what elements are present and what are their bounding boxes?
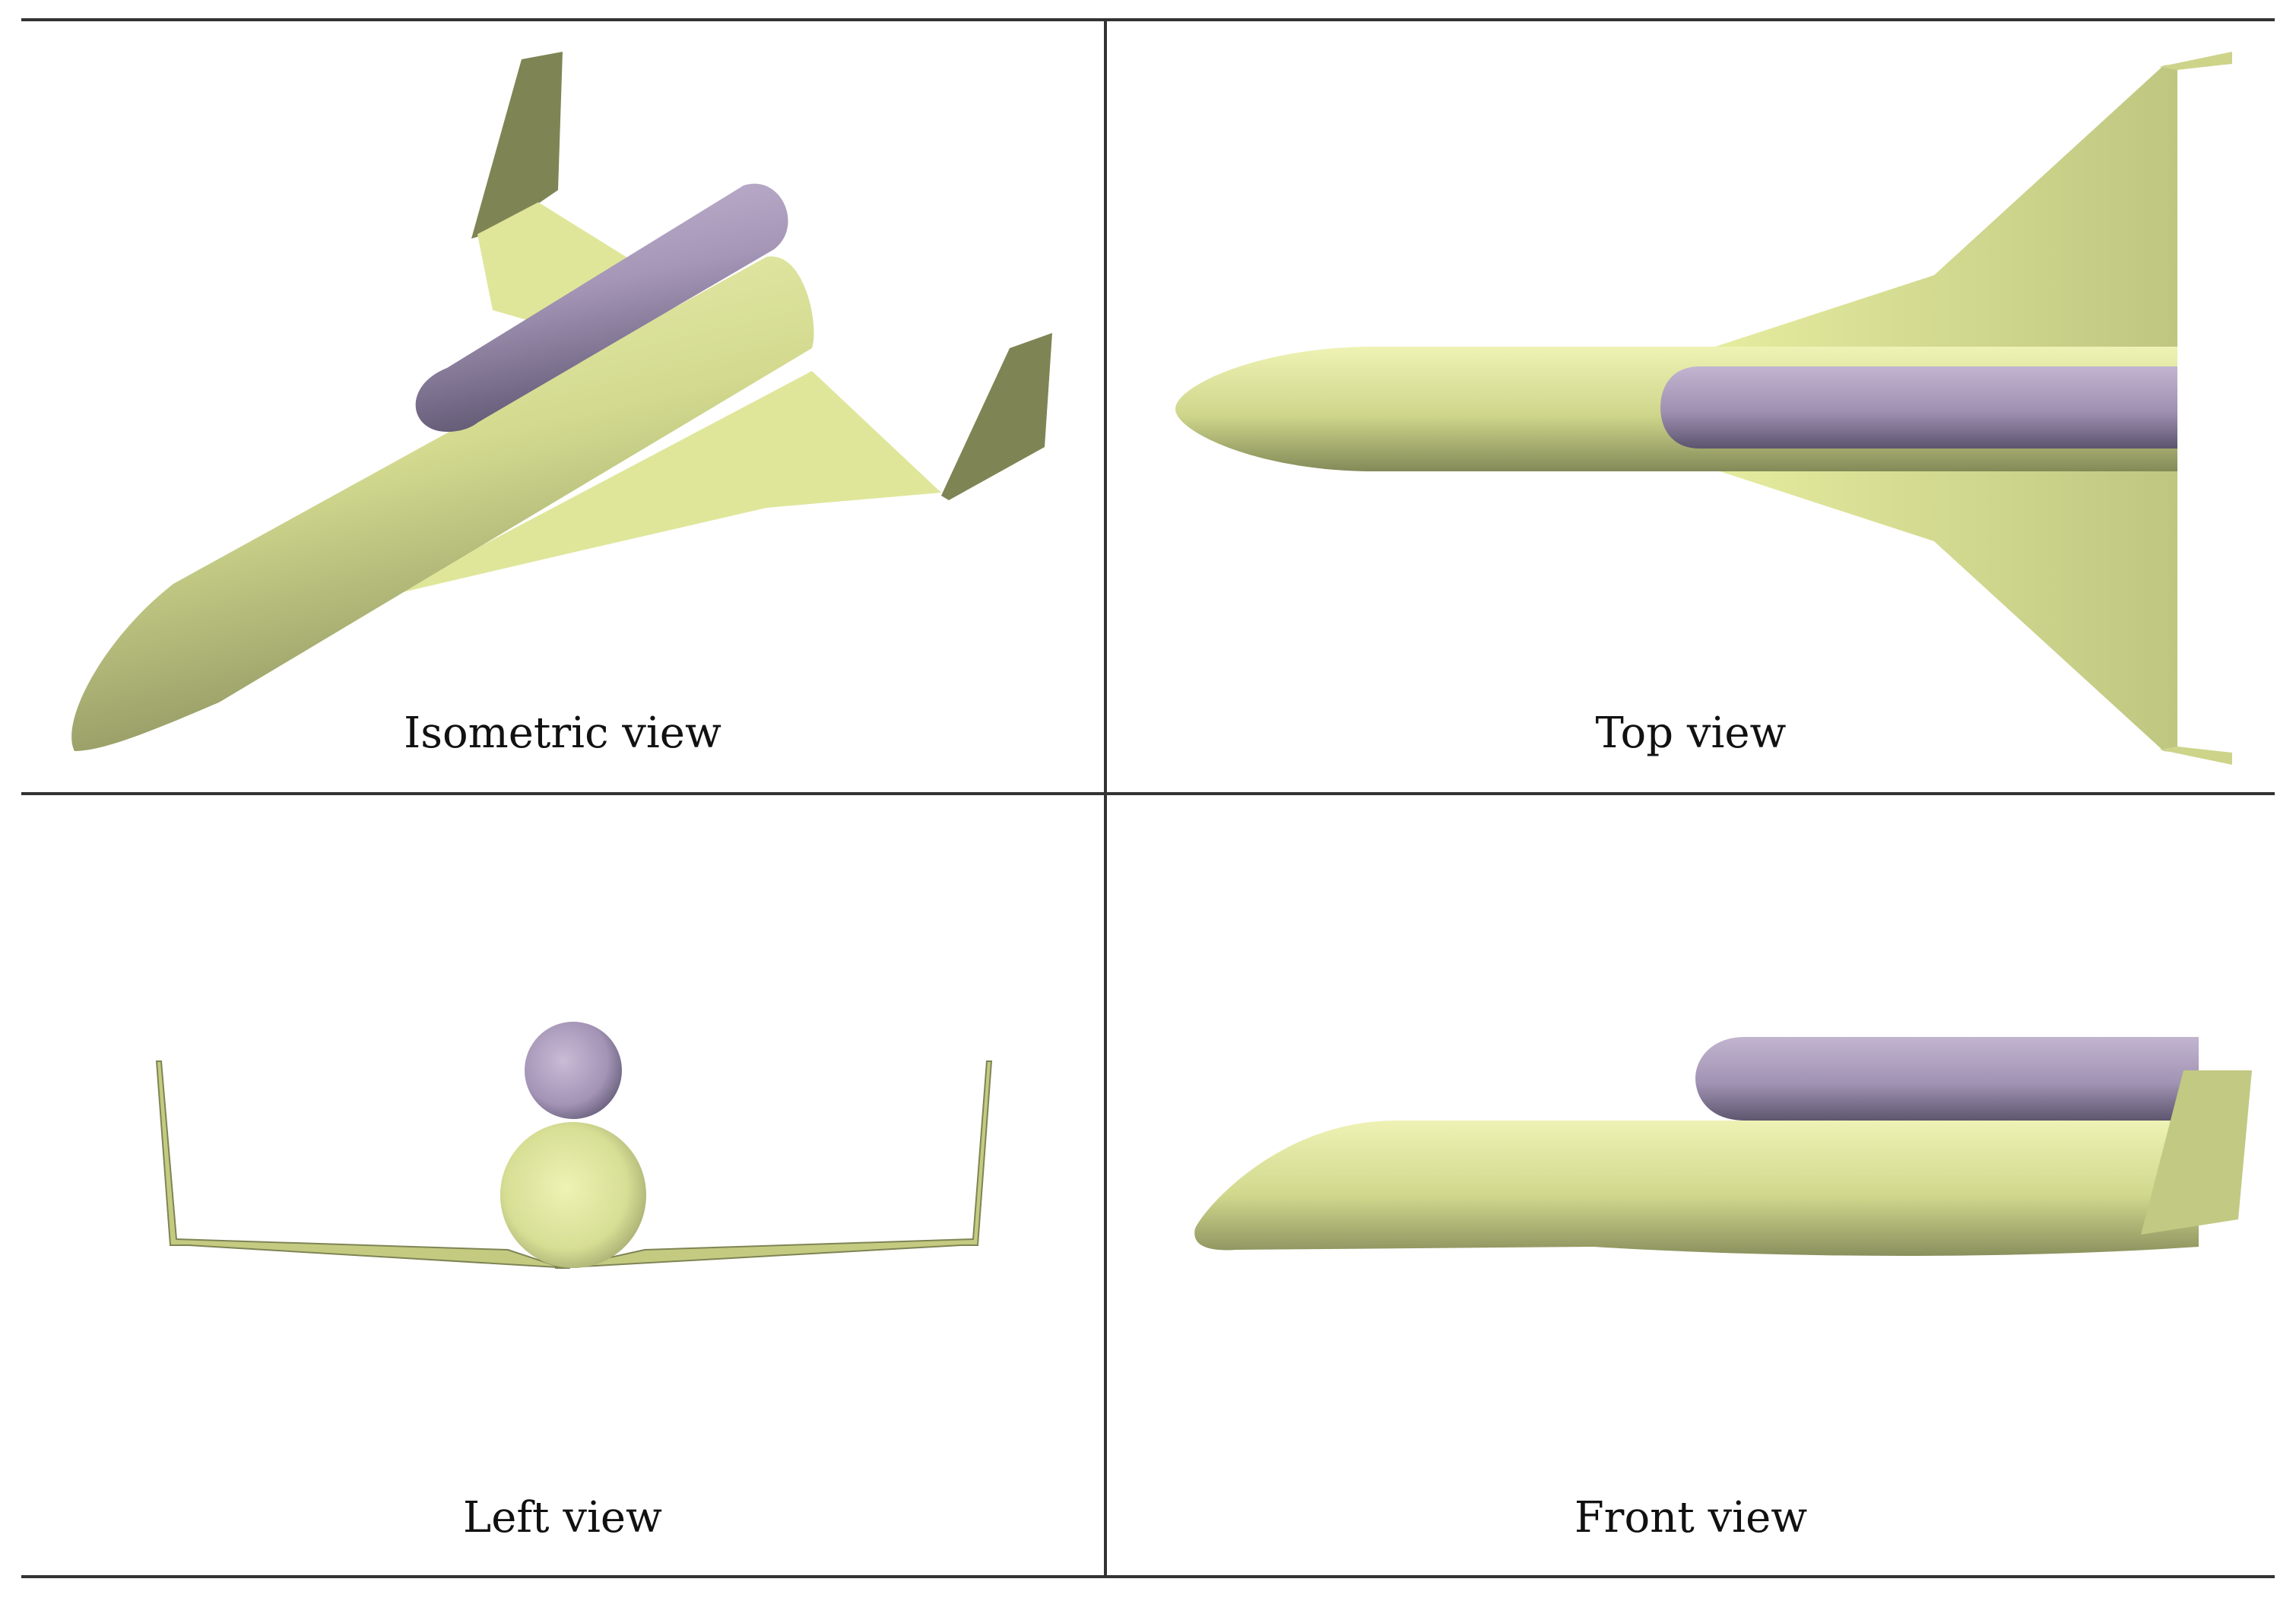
- isometric-near-wing: [386, 371, 941, 596]
- middle-rule: [21, 792, 2275, 795]
- left-fuel-tank-section: [525, 1022, 622, 1119]
- center-divider: [1104, 18, 1107, 1577]
- top-upper-wing: [1715, 64, 2177, 347]
- front-aircraft-drawing: [1194, 1037, 2252, 1256]
- front-fin: [2141, 1070, 2252, 1235]
- left-fuselage-section: [500, 1122, 646, 1268]
- left-wing-span: [155, 1060, 993, 1269]
- top-rule: [21, 18, 2275, 21]
- isometric-view-cell: Isometric view: [21, 21, 1104, 792]
- top-fuel-tank: [1660, 366, 2177, 449]
- isometric-fuselage: [71, 256, 814, 751]
- front-fuel-tank: [1695, 1037, 2199, 1121]
- top-lower-wingtip: [2159, 747, 2232, 765]
- left-view-cell: Left view: [21, 795, 1104, 1575]
- isometric-near-fin: [941, 333, 1052, 500]
- left-aircraft-drawing: [155, 1022, 993, 1269]
- front-view-cell: Front view: [1107, 795, 2275, 1575]
- isometric-fuel-tank: [415, 183, 788, 432]
- front-view-caption: Front view: [1574, 1493, 1808, 1542]
- isometric-view-caption: Isometric view: [404, 709, 721, 758]
- bottom-rule: [21, 1575, 2275, 1578]
- top-view-caption: Top view: [1595, 709, 1787, 758]
- front-fuselage: [1194, 1121, 2199, 1256]
- top-aircraft-drawing: [1175, 52, 2232, 765]
- top-upper-wingtip: [2159, 52, 2232, 70]
- left-view-caption: Left view: [463, 1493, 662, 1542]
- top-lower-wing: [1715, 470, 2177, 753]
- top-view-cell: Top view: [1107, 21, 2275, 792]
- isometric-aircraft-drawing: [71, 52, 1052, 751]
- isometric-far-fin: [471, 52, 563, 239]
